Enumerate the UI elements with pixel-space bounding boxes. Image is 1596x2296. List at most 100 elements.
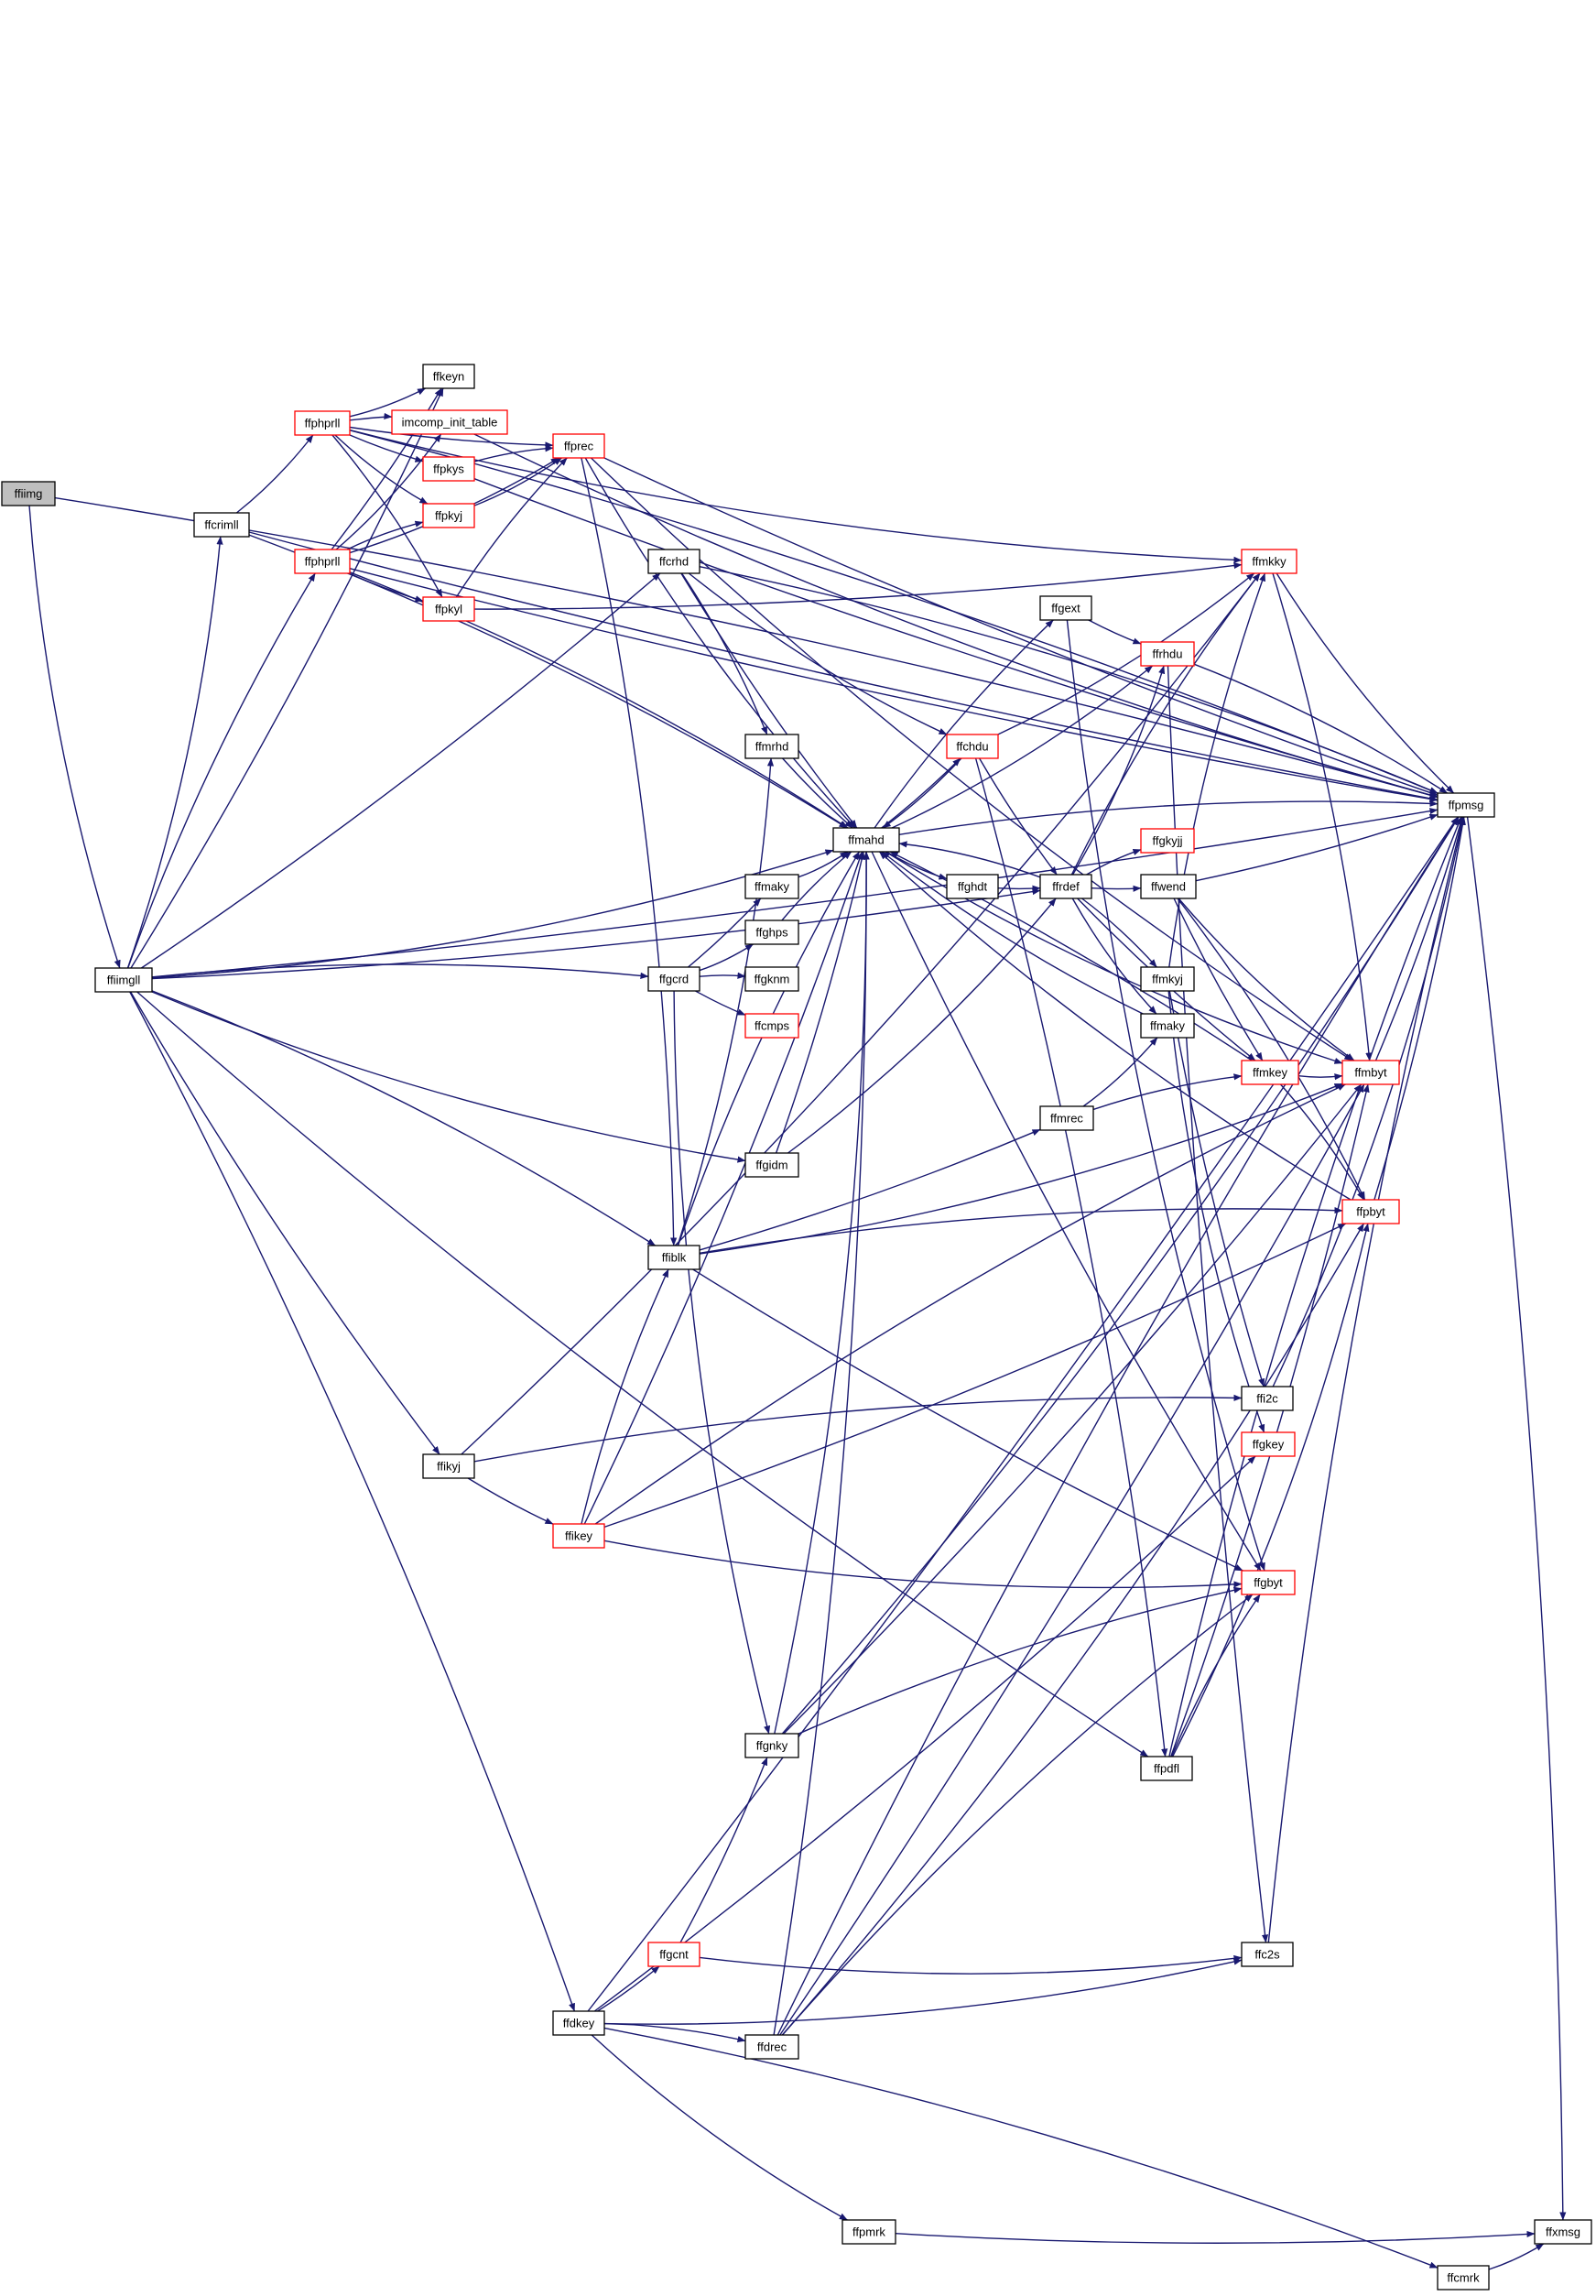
- node-ffpkys[interactable]: ffpkys: [422, 456, 475, 482]
- node-ffiblk[interactable]: ffiblk: [647, 1245, 700, 1270]
- node-box: [1039, 595, 1092, 621]
- node-label: ffdrec: [757, 2040, 787, 2054]
- node-box: [1140, 966, 1195, 992]
- node-ffmkey[interactable]: ffmkey: [1241, 1060, 1299, 1085]
- node-ffcrimll[interactable]: ffcrimll: [193, 512, 250, 538]
- node-label: ffcmps: [755, 1019, 790, 1033]
- node-ffgknm[interactable]: ffgknm: [744, 966, 799, 992]
- node-label: ffgbyt: [1254, 1576, 1283, 1590]
- node-ffi2c[interactable]: ffi2c: [1241, 1386, 1294, 1411]
- node-ffghdt[interactable]: ffghdt: [946, 874, 999, 899]
- edge-ffdkey-to-ffcmrk: [603, 2027, 1439, 2269]
- node-box: [552, 433, 605, 459]
- node-imcomp[interactable]: imcomp_init_table: [391, 409, 508, 435]
- node-ffpdfl[interactable]: ffpdfl: [1140, 1756, 1193, 1781]
- node-label: ffc2s: [1254, 1948, 1280, 1962]
- edge-ffphprll_b-to-imcomp: [335, 433, 442, 550]
- edge-ffrdef-to-ffrhdu: [1071, 665, 1166, 876]
- edge-ffmkyj-to-ffi2c: [1168, 990, 1265, 1387]
- node-box: [1039, 874, 1092, 899]
- edge-ffc2s-to-ffpmsg: [1267, 816, 1465, 1943]
- edge-ffgcnt-to-ffgnky: [679, 1757, 768, 1943]
- edge-ffiimgll-to-ffcrhd: [141, 572, 661, 969]
- node-ffghps[interactable]: ffghps: [744, 919, 799, 945]
- edge-ffrdef-to-ffwend: [1091, 885, 1142, 892]
- node-ffkeyn[interactable]: ffkeyn: [422, 364, 475, 389]
- node-ffpkyj[interactable]: ffpkyj: [422, 503, 475, 528]
- node-ffchdu[interactable]: ffchdu: [946, 734, 999, 759]
- node-ffmkky[interactable]: ffmkky: [1241, 549, 1297, 574]
- edge-ffgnky-to-ffmahd: [774, 851, 870, 1735]
- edge-ffikey-to-ffiblk: [581, 1268, 669, 1525]
- node-label: ffmkey: [1253, 1066, 1288, 1080]
- node-ffxmsg[interactable]: ffxmsg: [1534, 2219, 1592, 2245]
- node-ffphprll-b[interactable]: ffphprll: [294, 549, 351, 574]
- node-label: ffgext: [1051, 602, 1080, 615]
- node-ffmaky2[interactable]: ffmaky: [1140, 1013, 1195, 1039]
- node-ffgidm[interactable]: ffgidm: [744, 1152, 799, 1178]
- edge-ffikey-to-ffmahd: [583, 851, 863, 1525]
- node-ffwend[interactable]: ffwend: [1140, 874, 1197, 899]
- node-ffikyj[interactable]: ffikyj: [422, 1453, 475, 1479]
- node-ffiimg[interactable]: ffiimg: [1, 481, 56, 506]
- node-ffmbyt[interactable]: ffmbyt: [1341, 1060, 1400, 1085]
- node-label: ffpbyt: [1356, 1205, 1385, 1219]
- edge-ffrdef-to-ffmkyj: [1081, 898, 1157, 968]
- node-ffrhdu[interactable]: ffrhdu: [1140, 641, 1195, 667]
- edge-ffikey-to-ffmbyt: [594, 1083, 1346, 1525]
- node-ffpbyt[interactable]: ffpbyt: [1341, 1199, 1400, 1224]
- node-box: [552, 1523, 605, 1549]
- node-ffmrhd[interactable]: ffmrhd: [744, 734, 799, 759]
- edge-ffmkky-to-ffpmsg: [1276, 572, 1455, 794]
- node-ffcmps[interactable]: ffcmps: [744, 1013, 799, 1039]
- node-label: ffgcnt: [659, 1948, 689, 1962]
- node-ffprec[interactable]: ffprec: [552, 433, 605, 459]
- node-ffpmsg[interactable]: ffpmsg: [1437, 792, 1495, 818]
- node-ffdkey[interactable]: ffdkey: [552, 2010, 605, 2036]
- node-box: [744, 734, 799, 759]
- edge-ffmkey-to-ffpbyt: [1279, 1083, 1365, 1201]
- node-ffgext[interactable]: ffgext: [1039, 595, 1092, 621]
- node-ffikey[interactable]: ffikey: [552, 1523, 605, 1549]
- node-ffgbyt[interactable]: ffgbyt: [1241, 1570, 1296, 1595]
- edge-ffrdef-to-ffmaky2: [1071, 898, 1157, 1015]
- node-box: [1241, 549, 1297, 574]
- edge-ffdrec-to-ffpmsg: [776, 816, 1460, 2036]
- node-ffpkyl[interactable]: ffpkyl: [422, 596, 475, 622]
- edge-ffpkys-to-ffprec: [473, 445, 554, 462]
- node-ffc2s[interactable]: ffc2s: [1241, 1942, 1294, 1967]
- node-label: ffikyj: [437, 1460, 461, 1474]
- node-ffdrec[interactable]: ffdrec: [744, 2034, 799, 2060]
- node-ffmaky1[interactable]: ffmaky: [744, 874, 799, 899]
- node-ffmkyj[interactable]: ffmkyj: [1140, 966, 1195, 992]
- edge-ffdkey-to-ffpmsg: [587, 816, 1459, 2012]
- node-ffiimgll[interactable]: ffiimgll: [94, 967, 153, 993]
- edge-ffpkyl-to-ffprec: [455, 457, 568, 598]
- edge-ffiimgll-to-ffpdfl: [136, 991, 1149, 1757]
- node-ffgkyjj[interactable]: ffgkyjj: [1140, 828, 1195, 854]
- node-box: [1241, 1570, 1296, 1595]
- node-ffgcrd[interactable]: ffgcrd: [647, 966, 700, 992]
- node-ffgnky[interactable]: ffgnky: [744, 1733, 799, 1758]
- edge-ffiimg-to-ffpmsg: [54, 496, 1439, 799]
- edge-ffchdu-to-ffmkky: [997, 572, 1255, 735]
- node-box: [1341, 1060, 1400, 1085]
- node-ffgkey[interactable]: ffgkey: [1241, 1431, 1296, 1457]
- edge-ffmkey-to-ffmbyt: [1297, 1073, 1343, 1081]
- node-ffphprll-a[interactable]: ffphprll: [294, 410, 351, 436]
- node-box: [832, 827, 900, 853]
- node-ffcrhd[interactable]: ffcrhd: [647, 549, 700, 574]
- node-ffmrec[interactable]: ffmrec: [1039, 1105, 1094, 1131]
- edge-ffprec-to-ffmahd: [584, 457, 856, 829]
- node-ffgcnt[interactable]: ffgcnt: [647, 1942, 700, 1967]
- node-label: ffcrhd: [659, 555, 689, 569]
- node-ffmahd[interactable]: ffmahd: [832, 827, 900, 853]
- edge-ffmrec-to-ffmaky2: [1082, 1037, 1158, 1107]
- edge-ffdkey-to-ffpmrk: [591, 2034, 848, 2221]
- node-box: [647, 1245, 700, 1270]
- node-ffpmrk[interactable]: ffpmrk: [841, 2219, 896, 2245]
- edge-ffmahd-to-ffpmsg: [898, 800, 1439, 835]
- node-ffcmrk[interactable]: ffcmrk: [1437, 2265, 1490, 2291]
- node-ffrdef[interactable]: ffrdef: [1039, 874, 1092, 899]
